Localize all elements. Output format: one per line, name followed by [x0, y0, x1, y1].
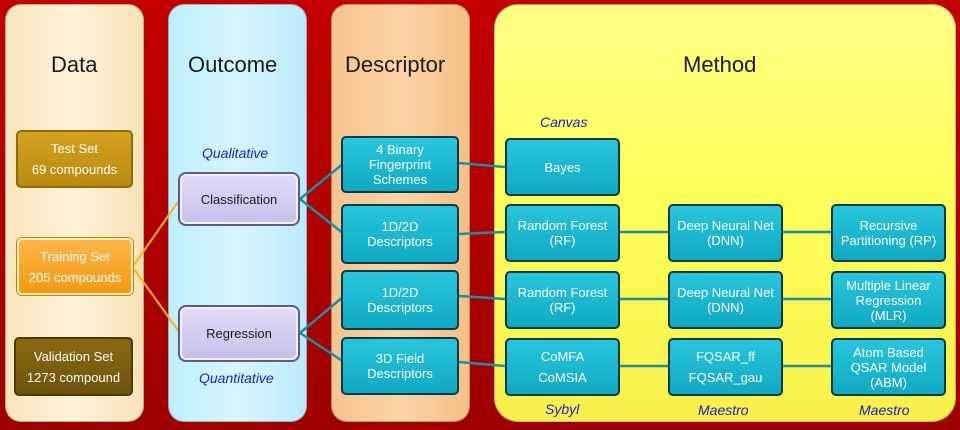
random-forest-line-2: (RF) [549, 300, 576, 315]
sybyl-software-label: Sybyl [545, 401, 580, 417]
abm-line-2: QSAR Model [850, 359, 927, 375]
descriptors-line-2: Descriptors [367, 234, 433, 249]
regression-to-descriptors-connector [299, 295, 345, 334]
descriptors-box-regression: 1D/2D Descriptors [341, 270, 459, 330]
classification-to-fingerprint-connector [299, 162, 345, 200]
dnn-line-1: Deep Neural Net [677, 218, 774, 233]
abm-line-3: (ABM) [870, 374, 907, 390]
classification-to-descriptors-connector [299, 198, 345, 235]
maestro-software-label-1: Maestro [698, 402, 749, 418]
fqsar-gau-label: FQSAR_gau [688, 370, 763, 385]
fingerprint-line-1: 4 Binary [376, 142, 424, 157]
random-forest-line-1: Random Forest [517, 285, 608, 300]
mlr-line-3: (MLR) [870, 307, 907, 323]
bayes-method-box: Bayes [505, 138, 620, 196]
fqsar-ff-label: FQSAR_ff [695, 349, 755, 364]
training-set-box: Training Set 205 compounds [17, 238, 133, 295]
regression-box: Regression [178, 305, 300, 362]
descriptors-box-classification: 1D/2D Descriptors [341, 204, 459, 264]
maestro-software-label-2: Maestro [859, 402, 910, 418]
descriptors-to-rf-connector [458, 230, 506, 236]
classification-label: Classification [200, 191, 278, 207]
training-to-regression-connector [133, 268, 181, 334]
validation-set-count: 1273 compound [26, 369, 121, 385]
comsia-label: CoMSIA [538, 370, 587, 385]
regression-label: Regression [206, 326, 272, 341]
fqsar-method-box: FQSAR_ff FQSAR_gau [668, 338, 783, 396]
bayes-label: Bayes [544, 159, 581, 175]
atom-based-qsar-method-box: Atom Based QSAR Model (ABM) [831, 338, 946, 396]
training-set-count: 205 compounds [28, 269, 122, 285]
descriptors-to-rf2-connector [458, 294, 506, 301]
3dfield-to-comfa-connector [458, 360, 506, 368]
deep-neural-net-method-box-2: Deep Neural Net (DNN) [668, 271, 783, 329]
rp-line-1: Recursive [859, 218, 918, 233]
regression-to-3dfield-connector [299, 331, 345, 364]
classification-box: Classification [178, 172, 300, 226]
validation-set-box: Validation Set 1273 compound [14, 337, 133, 396]
mlr-line-2: Regression [855, 292, 922, 308]
descriptor-column-title: Descriptor [345, 52, 446, 77]
comfa-label: CoMFA [540, 349, 585, 364]
comfa-comsia-method-box: CoMFA CoMSIA [505, 338, 620, 396]
fingerprint-line-3: Schemes [372, 172, 428, 187]
3d-field-line-1: 3D Field [375, 351, 425, 366]
random-forest-line-2: (RF) [549, 233, 576, 248]
random-forest-line-1: Random Forest [517, 218, 608, 233]
descriptors-line-1: 1D/2D [381, 285, 419, 300]
3d-field-line-2: Descriptors [367, 366, 433, 381]
data-column-title: Data [51, 52, 98, 77]
method-column-title: Method [683, 52, 757, 77]
deep-neural-net-method-box: Deep Neural Net (DNN) [668, 204, 783, 262]
training-to-classification-connector [133, 198, 181, 266]
canvas-software-label: Canvas [540, 114, 588, 130]
validation-set-label: Validation Set [33, 348, 114, 364]
dnn-line-2: (DNN) [707, 233, 744, 248]
descriptors-line-2: Descriptors [367, 300, 433, 315]
multiple-linear-regression-method-box: Multiple Linear Regression (MLR) [831, 271, 946, 329]
fingerprint-to-bayes-connector [458, 161, 506, 169]
dnn-line-2: (DNN) [707, 300, 744, 315]
dnn-line-1: Deep Neural Net [677, 285, 774, 300]
abm-line-1: Atom Based [853, 344, 924, 360]
mlr-line-1: Multiple Linear [846, 277, 931, 293]
fingerprint-line-2: Fingerprint [368, 157, 432, 172]
random-forest-method-box: Random Forest (RF) [505, 204, 620, 262]
rp-line-2: Partitioning (RP) [840, 233, 937, 248]
training-set-label: Training Set [40, 248, 110, 264]
test-set-count: 69 compounds [31, 162, 118, 177]
test-set-box: Test Set 69 compounds [16, 130, 133, 188]
3d-field-descriptor-box: 3D Field Descriptors [341, 337, 459, 395]
recursive-partitioning-method-box: Recursive Partitioning (RP) [831, 204, 946, 262]
fingerprint-descriptor-box: 4 Binary Fingerprint Schemes [341, 136, 459, 193]
outcome-column-title: Outcome [188, 52, 278, 77]
test-set-label: Test Set [51, 141, 98, 156]
quantitative-label: Quantitative [199, 370, 274, 386]
random-forest-method-box-2: Random Forest (RF) [505, 271, 620, 329]
qualitative-label: Qualitative [202, 145, 269, 161]
descriptors-line-1: 1D/2D [381, 219, 419, 234]
